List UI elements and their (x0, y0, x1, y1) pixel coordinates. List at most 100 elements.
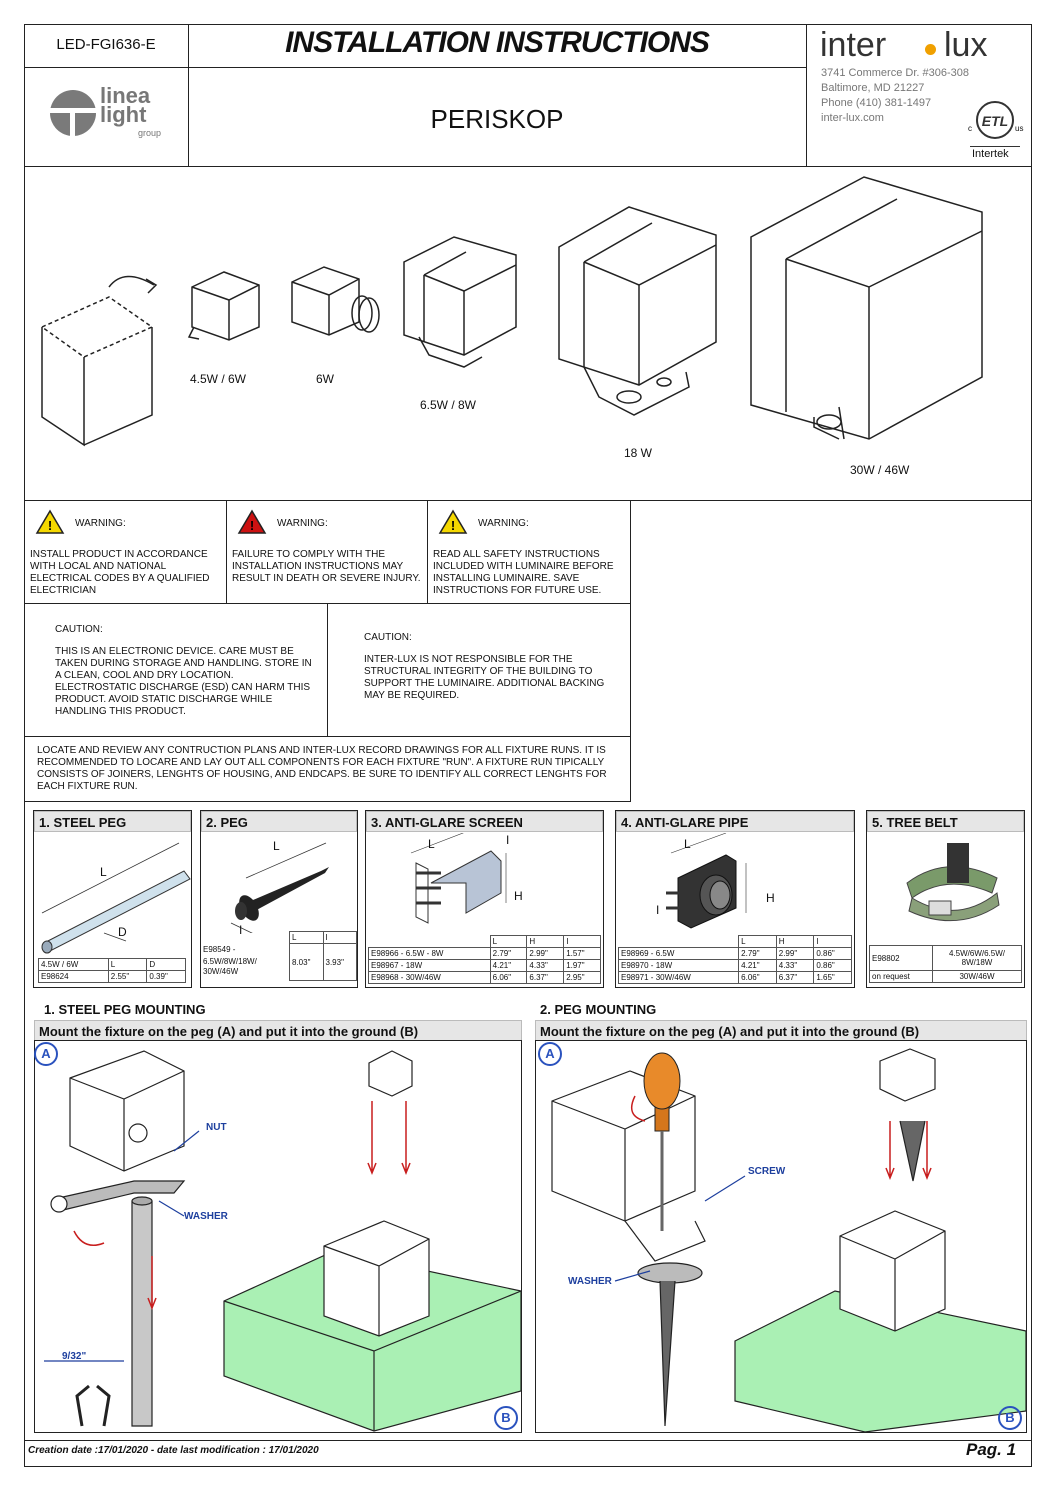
cell: 6.37" (775, 971, 815, 984)
interlux-address: 3741 Commerce Dr. #306-308 Baltimore, MD… (821, 66, 969, 126)
anti-glare-pipe-drawing (666, 833, 747, 929)
svg-text:!: ! (250, 518, 254, 533)
cell: 3.93" (322, 943, 357, 981)
cell: H (775, 935, 815, 948)
cell: 4.5W/6W/6.5W/ 8W/18W (932, 945, 1022, 971)
product-label-3: 6.5W / 8W (420, 398, 477, 412)
caution-1-text: THIS IS AN ELECTRONIC DEVICE. CARE MUST … (55, 646, 312, 717)
peg-dim-l: L (273, 839, 280, 853)
cell: 8.03" (289, 943, 324, 981)
steel-label-b: B (494, 1406, 518, 1430)
cell: E98971 - 30W/46W (617, 971, 740, 984)
warning-3-title: WARNING: (478, 518, 529, 529)
cell: L (107, 958, 148, 971)
cell: E98968 - 30W/46W (368, 971, 491, 984)
screen-dim-l: L (428, 837, 435, 851)
peg-dim-i: I (239, 923, 243, 937)
warning-yellow-icon: ! (35, 509, 65, 534)
cell: I (322, 931, 357, 944)
acc-tree-belt-title: 5. TREE BELT (867, 811, 1024, 832)
cell: 1.97" (563, 959, 601, 972)
steel-washer-label: WASHER (184, 1211, 228, 1222)
address-phone: Phone (410) 381-1497 (821, 97, 932, 109)
steel-mount-drawing (44, 1050, 521, 1432)
product-name: PERISKOP (430, 104, 564, 134)
header-divider (24, 67, 806, 68)
address-line2: Baltimore, MD 21227 (821, 82, 925, 94)
caution-box-2: CAUTION: INTER-LUX IS NOT RESPONSIBLE FO… (327, 603, 631, 737)
steel-peg-dim-l: L (100, 865, 107, 879)
peg-mount-area (535, 1040, 1027, 1433)
footer-divider (24, 1440, 1032, 1441)
cell: E98970 - 18W (617, 959, 740, 972)
pipe-dim-i: I (656, 903, 660, 917)
steel-peg-dim-d: D (118, 925, 127, 939)
locate-note-box: LOCATE AND REVIEW ANY CONTRUCTION PLANS … (24, 736, 631, 802)
cell: 0.86" (813, 947, 852, 960)
caution-box-1: CAUTION: THIS IS AN ELECTRONIC DEVICE. C… (24, 603, 328, 737)
peg-washer-label: WASHER (568, 1276, 612, 1287)
header-bottom (24, 166, 1032, 167)
acc-steel-peg-title: 1. STEEL PEG (34, 811, 191, 832)
product-label-1: 4.5W / 6W (190, 372, 247, 386)
cell: 2.79" (489, 947, 528, 960)
interlux-logo: inter lux (820, 24, 1030, 64)
warning-3-text: READ ALL SAFETY INSTRUCTIONS INCLUDED WI… (433, 549, 614, 596)
cell: 6.06" (489, 971, 528, 984)
cell: 0.39" (146, 970, 186, 983)
pipe-dim-h: H (766, 891, 775, 905)
warning-box-1: ! WARNING: INSTALL PRODUCT IN ACCORDANCE… (24, 500, 227, 604)
etl-certification: ETL c us Intertek (960, 96, 1030, 162)
svg-text:ETL: ETL (982, 113, 1008, 129)
cell: D (146, 958, 186, 971)
interlux-brand-left: inter (820, 26, 887, 64)
peg-label-a: A (538, 1042, 562, 1066)
cell: 2.55" (107, 970, 148, 983)
product-label-4: 18 W (624, 446, 653, 460)
doc-title: INSTALLATION INSTRUCTIONS (285, 26, 710, 59)
peg-desc: 6.5W/8W/18W/ 30W/46W (203, 957, 257, 976)
peg-mount-drawing (551, 1048, 1026, 1432)
cell: 4.21" (489, 959, 528, 972)
caution-1-title: CAUTION: (55, 624, 103, 635)
warning-2-title: WARNING: (277, 518, 328, 529)
product-illustrations (40, 176, 983, 447)
etl-divider (970, 146, 1020, 147)
acc-peg-title: 2. PEG (201, 811, 357, 832)
peg-screw-label: SCREW (748, 1166, 786, 1177)
caution-2-title: CAUTION: (364, 632, 412, 643)
acc-pipe-title: 4. ANTI-GLARE PIPE (616, 811, 854, 832)
cell: I (563, 935, 601, 948)
cell: H (526, 935, 565, 948)
linea-light-logo: linea light group (48, 83, 178, 148)
tree-belt-drawing (906, 843, 1000, 922)
doc-code: LED-FGI636-E (56, 36, 156, 53)
cell: on request (869, 970, 933, 983)
peg-label-b: B (998, 1406, 1022, 1430)
peg-mount-title: 2. PEG MOUNTING (540, 1002, 657, 1017)
peg-mount-subtitle: Mount the fixture on the peg (A) and put… (535, 1020, 1027, 1041)
cell: E98967 - 18W (368, 959, 491, 972)
interlux-brand-right: lux (944, 26, 988, 64)
footer-dates: Creation date :17/01/2020 - date last mo… (28, 1445, 319, 1456)
header-divider-v1 (188, 24, 189, 166)
linea-logo-line1: linea (100, 83, 151, 108)
page-number: Pag. 1 (966, 1440, 1017, 1459)
linea-logo-line3: group (138, 128, 162, 138)
cell: 2.95" (563, 971, 601, 984)
cell: E98624 (38, 970, 109, 983)
cell: 1.57" (563, 947, 601, 960)
cell: 4.21" (738, 959, 777, 972)
cell: 6.06" (738, 971, 777, 984)
cell: E98966 - 6.5W - 8W (368, 947, 491, 960)
etl-mark-icon: ETL (976, 101, 1014, 139)
cell: 4.5W / 6W (38, 958, 109, 971)
cell: L (289, 931, 324, 944)
linea-logo-icon (50, 90, 96, 136)
pipe-dim-l: L (684, 837, 691, 851)
cell: 1.65" (813, 971, 852, 984)
